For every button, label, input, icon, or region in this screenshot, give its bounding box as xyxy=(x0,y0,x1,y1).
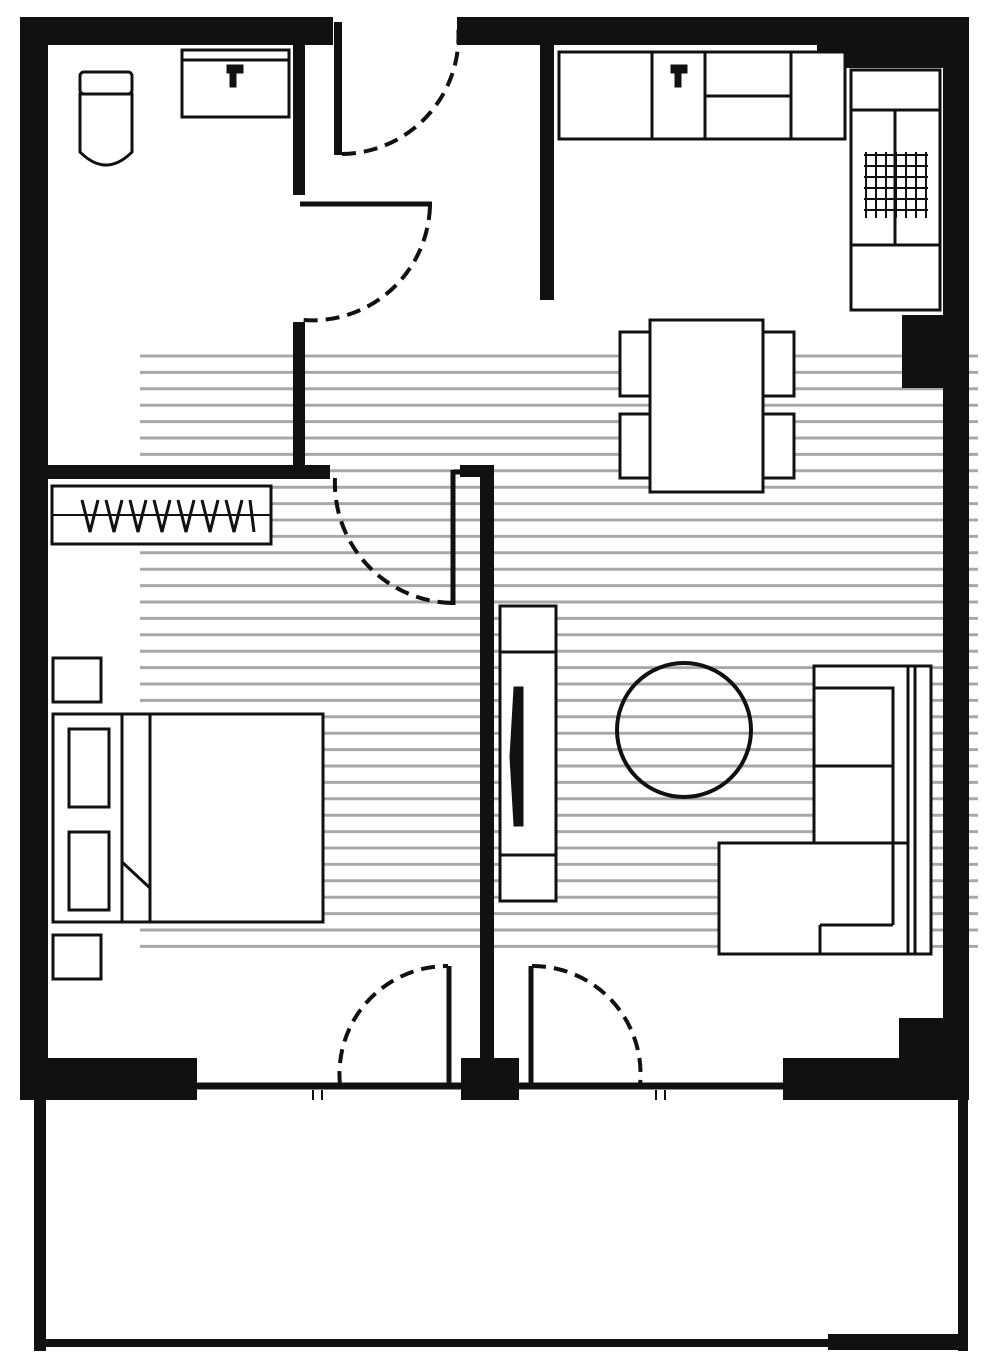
wall-left xyxy=(20,17,48,1100)
tv-cabinet xyxy=(498,604,558,903)
balcony-rail-bottom-right xyxy=(828,1334,968,1350)
bedroom-furniture xyxy=(51,656,325,981)
bedroom-balcony-door xyxy=(337,963,449,1086)
bathroom-fixtures xyxy=(78,48,291,167)
dining-chair xyxy=(760,412,796,480)
bedside-table xyxy=(51,933,103,981)
doors xyxy=(302,24,643,1086)
wall-bottom-left xyxy=(20,1058,197,1100)
bedside-table xyxy=(51,656,103,704)
tv-unit xyxy=(498,604,558,903)
living-balcony-door xyxy=(531,963,643,1086)
bathroom-door xyxy=(302,205,432,323)
wall-bathroom-bedroom xyxy=(45,465,330,479)
wall-entry-jamb xyxy=(334,22,342,155)
toilet xyxy=(78,70,134,167)
wall-right xyxy=(943,17,969,1100)
dining-table xyxy=(648,318,765,494)
balcony-rail-left xyxy=(34,1096,46,1351)
dining-chair xyxy=(618,330,654,398)
television-icon xyxy=(509,686,524,827)
kitchen-cabinets xyxy=(557,50,847,141)
dining-set xyxy=(618,318,796,494)
toilet-bowl xyxy=(78,92,134,167)
wall-bottom-right xyxy=(783,1058,969,1100)
thin-partitions xyxy=(300,201,480,605)
bedroom-door xyxy=(332,477,453,605)
wardrobe xyxy=(50,484,273,546)
wall-bathroom-hall-upper xyxy=(293,40,305,195)
double-bed xyxy=(51,712,325,924)
corner-sofa xyxy=(717,664,933,956)
sofa-chaise xyxy=(717,841,910,956)
bathroom-sink xyxy=(180,48,291,119)
refrigerator xyxy=(849,68,942,312)
dining-chair xyxy=(618,412,654,480)
tap-spout-icon xyxy=(229,68,237,88)
kitchen-fixtures xyxy=(557,50,942,312)
cooktop-grid-icon xyxy=(864,152,928,218)
wall-bathroom-hall-lower xyxy=(293,322,305,472)
wall-kitchen-partition xyxy=(540,40,554,300)
balcony-rail-bottom xyxy=(46,1339,831,1347)
wall-pilaster-upper-right xyxy=(902,315,947,388)
pillow xyxy=(67,830,111,912)
walls xyxy=(20,17,969,1100)
toilet-cistern xyxy=(78,70,134,96)
balcony-windows xyxy=(197,1082,783,1100)
dining-chair xyxy=(760,330,796,398)
wall-top-left xyxy=(20,17,333,45)
round-coffee-table xyxy=(615,661,753,799)
duvet-corner xyxy=(120,860,152,890)
entry-door xyxy=(341,24,461,156)
hanger-icons xyxy=(80,499,256,533)
pillow xyxy=(67,727,111,809)
living-furniture xyxy=(498,604,933,956)
wall-bedroom-living xyxy=(480,465,494,1065)
balcony-rail-right xyxy=(958,1096,968,1351)
balcony xyxy=(34,1096,968,1351)
kitchen-sink-spout-icon xyxy=(674,68,682,88)
